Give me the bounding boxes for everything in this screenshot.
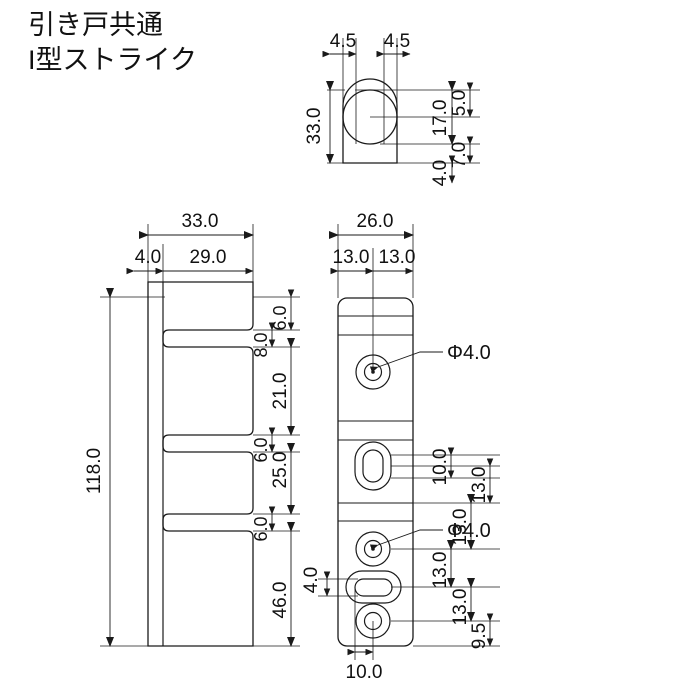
dim-top-right-4-5: 4.5 (384, 31, 410, 52)
dim-side-10-0-bottom: 10.0 (346, 662, 383, 683)
top-view-outline (342, 78, 398, 164)
dim-front-6-0-b: 6.0 (251, 437, 271, 462)
dim-side-26-0: 26.0 (357, 211, 394, 232)
title-block: 引き戸共通 I型ストライク (28, 8, 288, 77)
dim-top-5-0: 5.0 (449, 90, 470, 116)
dim-top-4-0: 4.0 (430, 160, 451, 186)
side-view-outline (337, 297, 414, 647)
dim-side-10-0-slot: 10.0 (430, 449, 451, 486)
dim-side-9-5: 9.5 (469, 623, 490, 649)
dim-front-118-0: 118.0 (84, 448, 105, 494)
vertical-oval-slot (354, 441, 392, 491)
side-view-right-dim-stack (447, 447, 494, 647)
dim-top-left-4-5: 4.5 (330, 31, 356, 52)
side-view-callout-leaders (369, 351, 443, 551)
dim-side-13-0-s1: 13.0 (469, 467, 490, 504)
side-view-step-lines (338, 315, 413, 522)
side-view-extension-lines (318, 224, 500, 647)
dim-front-6-0-a: 6.0 (270, 305, 290, 330)
dim-top-17-0: 17.0 (430, 100, 451, 137)
dim-front-8-0: 8.0 (251, 332, 271, 357)
dim-side-13-0-s4: 13.0 (450, 589, 471, 626)
title-line-2: I型ストライク (28, 44, 197, 75)
dim-front-6-0-c: 6.0 (251, 516, 271, 541)
dim-side-13-0-s2: 13.0 (450, 509, 471, 546)
dim-front-29-0: 29.0 (190, 247, 227, 268)
callout-phi-4-0-upper: Φ4.0 (447, 342, 491, 364)
dim-side-4-0-bottom: 4.0 (301, 567, 322, 593)
dim-top-7-0: 7.0 (449, 142, 470, 168)
front-view-right-dim-stack (268, 289, 295, 647)
dim-front-4-0: 4.0 (135, 247, 161, 268)
title-line-1: 引き戸共通 (28, 10, 163, 40)
dim-side-13-0-left: 13.0 (333, 247, 370, 268)
dim-front-21-0: 21.0 (270, 373, 291, 410)
side-view-center-lines (354, 248, 374, 660)
lower-round-hole (355, 531, 391, 567)
top-view-right-dim-stack (448, 81, 474, 184)
dim-front-33-0: 33.0 (182, 211, 219, 232)
front-view-outline (147, 281, 254, 647)
dim-top-33-0: 33.0 (304, 108, 325, 145)
top-view: 4.5 4.5 33.0 5.0 17.0 7.0 4.0 (304, 31, 480, 186)
dim-front-25-0: 25.0 (270, 452, 291, 489)
dim-side-13-0-right: 13.0 (379, 247, 416, 268)
dim-front-46-0: 46.0 (270, 582, 291, 619)
front-view: 33.0 4.0 29.0 118.0 6.0 8.0 (84, 211, 300, 647)
dim-side-13-0-s3: 13.0 (430, 552, 451, 589)
side-view: 26.0 13.0 13.0 Φ4.0 Φ4.0 (301, 211, 500, 683)
